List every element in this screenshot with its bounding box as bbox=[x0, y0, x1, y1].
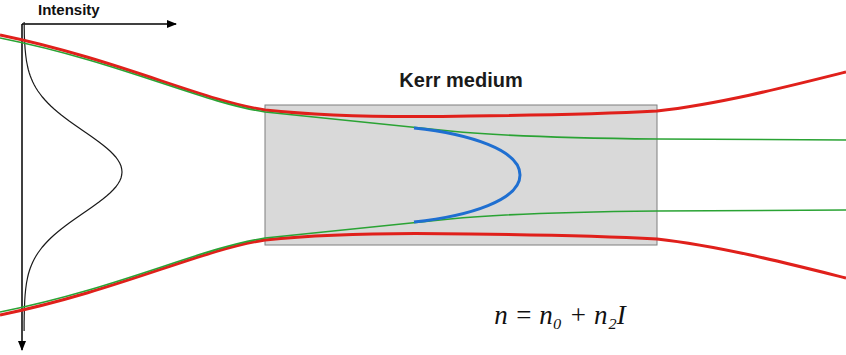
index-profile bbox=[414, 128, 520, 222]
intensity-axis bbox=[22, 23, 176, 25]
kerr-medium: Kerr medium bbox=[265, 105, 657, 245]
kerr-medium-block bbox=[265, 105, 657, 245]
kerr-formula: n = n₀ + n₂I bbox=[494, 300, 626, 331]
low-power-beam bbox=[0, 233, 846, 315]
position-axis bbox=[21, 24, 23, 350]
medium-title: Kerr medium bbox=[265, 69, 657, 92]
high-power-beam bbox=[0, 38, 846, 140]
low-power-beam bbox=[0, 35, 846, 117]
axis-label: Intensity bbox=[38, 1, 100, 18]
high-power-beam bbox=[0, 210, 846, 312]
